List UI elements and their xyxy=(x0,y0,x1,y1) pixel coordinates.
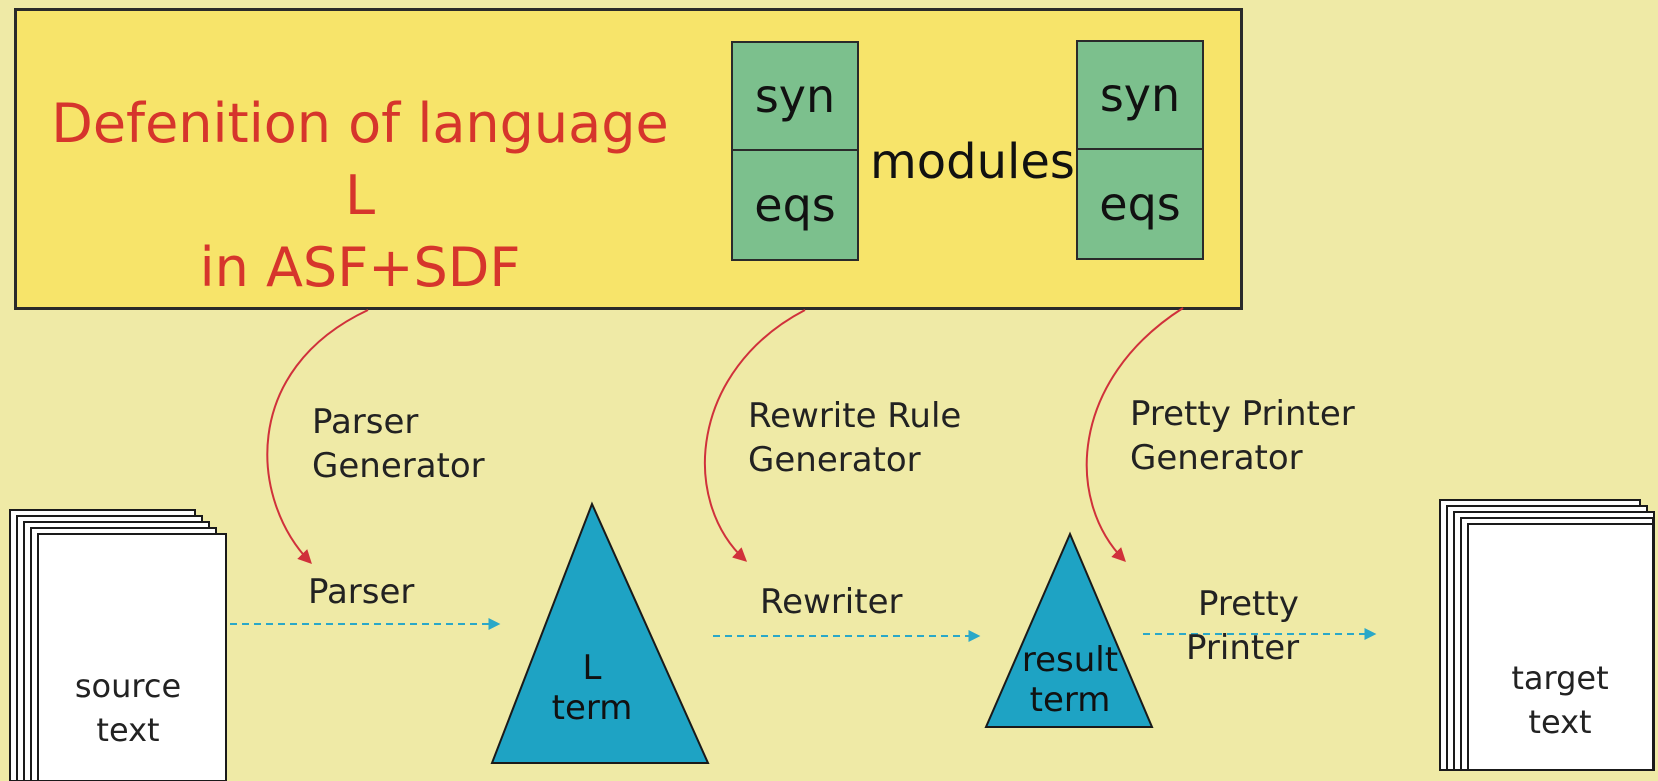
rewrite-generator-arrow xyxy=(704,309,806,562)
module-2: syn eqs xyxy=(1076,40,1204,260)
pretty-printer-line2: Printer xyxy=(1186,628,1300,668)
definition-title: Defenition of language L in ASF+SDF xyxy=(40,88,680,304)
pretty-printer-line1: Pretty xyxy=(1198,584,1299,624)
pretty-generator-arrow xyxy=(1085,307,1184,562)
result-term-label: result term xyxy=(1010,640,1130,720)
parser-label: Parser xyxy=(308,572,415,612)
module-2-eqs: eqs xyxy=(1099,177,1181,231)
source-text-line1: source xyxy=(74,667,182,705)
parser-generator-label: Parser Generator xyxy=(312,400,485,488)
source-text-line2: text xyxy=(96,711,160,749)
l-term-line2: term xyxy=(551,688,633,728)
source-document-stack xyxy=(9,509,227,781)
target-text-line1: target xyxy=(1511,659,1609,697)
rewrite-generator-line1: Rewrite Rule xyxy=(748,396,962,436)
parser-generator-line1: Parser xyxy=(312,402,419,442)
target-document-stack xyxy=(1439,499,1655,771)
modules-label: modules xyxy=(870,134,1075,190)
module-1-eqs: eqs xyxy=(754,178,836,232)
module-2-syn: syn xyxy=(1078,42,1202,150)
pretty-generator-label: Pretty Printer Generator xyxy=(1130,392,1355,480)
parser-generator-line2: Generator xyxy=(312,446,485,486)
result-term-line2: term xyxy=(1029,680,1111,720)
module-1-syn: syn xyxy=(733,43,857,151)
pretty-generator-line1: Pretty Printer xyxy=(1130,394,1355,434)
pretty-generator-line2: Generator xyxy=(1130,438,1303,478)
module-1: syn eqs xyxy=(731,41,859,261)
l-term-line1: L xyxy=(582,648,602,688)
language-definition-box xyxy=(14,8,1243,310)
target-text-line2: text xyxy=(1528,703,1592,741)
target-text-label: target text xyxy=(1490,656,1630,744)
parser-generator-arrow xyxy=(266,309,369,565)
rewrite-generator-line2: Generator xyxy=(748,440,921,480)
l-term-triangle xyxy=(490,501,710,764)
source-text-label: source text xyxy=(58,664,198,752)
pretty-printer-label: Pretty Printer xyxy=(1186,582,1300,670)
result-term-line1: result xyxy=(1021,640,1119,680)
l-term-label: L term xyxy=(532,648,652,728)
definition-title-line2: in ASF+SDF xyxy=(199,236,521,299)
rewrite-generator-label: Rewrite Rule Generator xyxy=(748,394,961,482)
rewriter-label: Rewriter xyxy=(760,582,903,622)
result-term-triangle xyxy=(984,531,1154,728)
definition-title-line1: Defenition of language L xyxy=(51,92,669,227)
